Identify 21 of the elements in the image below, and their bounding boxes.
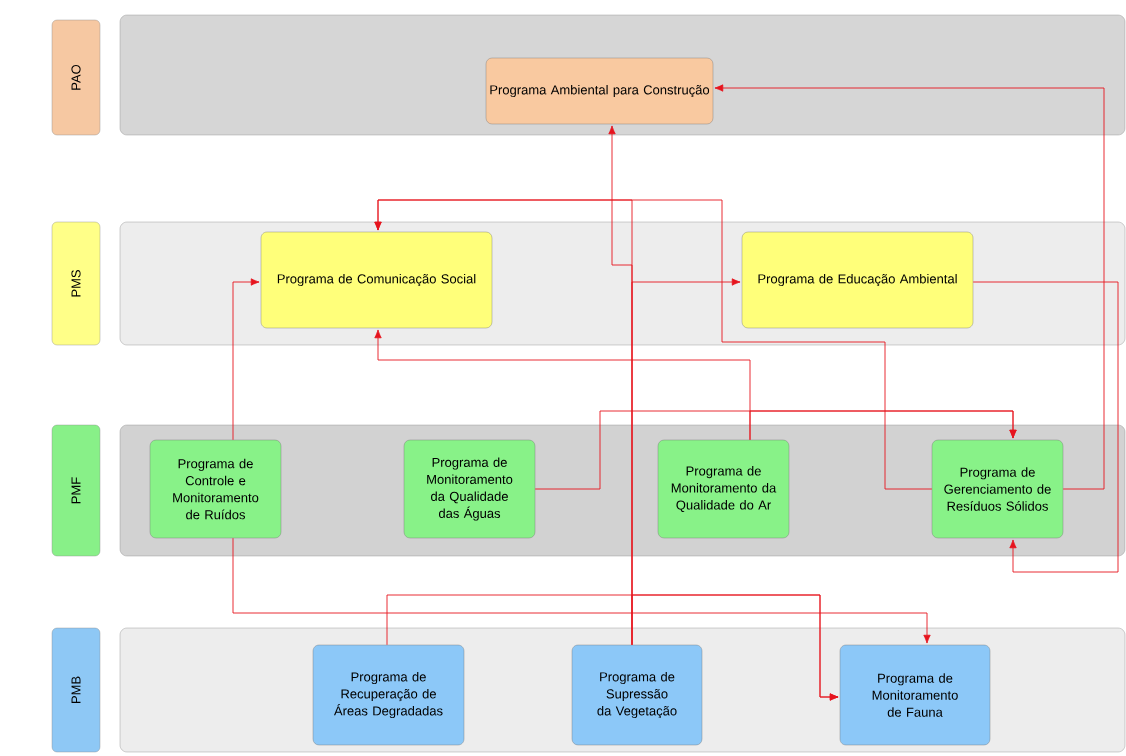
process-box: Programa de Comunicação Social [260,231,493,329]
process-box: Programa de Controle e Monitoramento de Ruídos [149,439,282,539]
process-box: Programa de Supressão da Vegetação [571,644,703,746]
connector-arrow [232,537,931,644]
lane-label-tab: PMB [51,627,101,753]
process-box: Programa de Recuperação de Áreas Degradadas [312,644,465,746]
connector-arrow [374,199,933,490]
process-box: Programa Ambiental para Construção [485,57,714,125]
connector-arrow [714,84,1105,490]
process-box: Programa de Monitoramento da Qualidade do Ar [657,439,790,539]
lane-label-tab: PMS [51,221,101,346]
lane-label-tab: PMF [51,424,101,557]
connector-arrow [631,594,839,701]
process-box: Programa de Monitoramento de Fauna [839,644,991,746]
connector-arrow [232,278,260,441]
process-box: Programa de Monitoramento da Qualidade das Águas [403,439,536,539]
process-box: Programa de Gerenciamento de Resíduos Sólidos [931,439,1064,539]
connector-arrow [972,281,1119,573]
process-box: Programa de Educação Ambiental [741,231,974,329]
lane-label-tab: PAO [51,19,101,136]
connector-arrow [749,410,1017,441]
